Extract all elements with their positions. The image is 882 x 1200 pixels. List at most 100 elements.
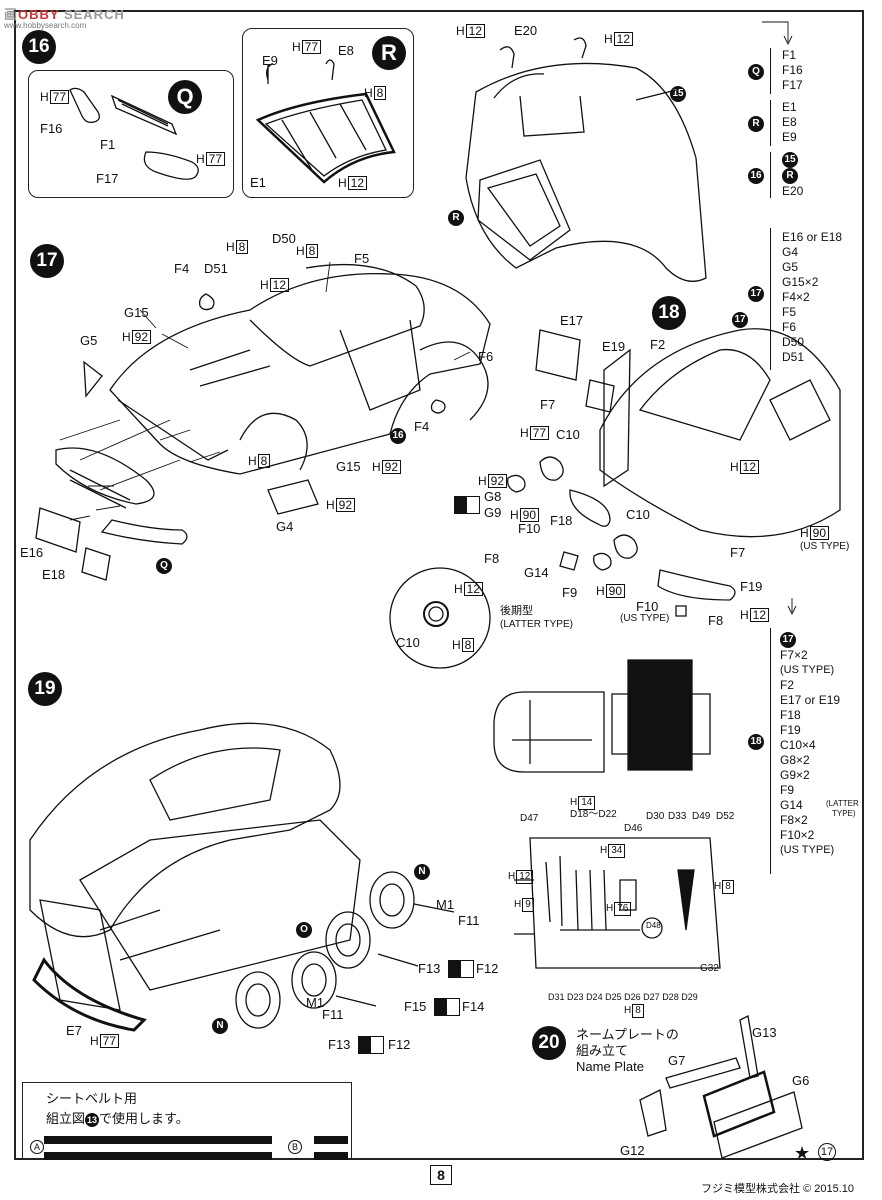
part-f15-label: F15 <box>404 999 427 1014</box>
part-f4-label-1: F4 <box>174 261 190 276</box>
part-g7-label: G7 <box>668 1053 686 1068</box>
seatbelt-strip-b1 <box>314 1136 348 1144</box>
us-type-label-2: (US TYPE) <box>620 613 670 624</box>
rear-engine-cover <box>465 37 707 282</box>
parts-18-list: 17 F7×2 (US TYPE) F2 E17 or E19 F18 F19 … <box>780 632 841 856</box>
part-f5-label: F5 <box>354 251 370 266</box>
sub-n-badge-1: N <box>414 864 430 880</box>
part-c10-label-1: C10 <box>556 427 580 442</box>
part-g9-label: G9 <box>484 505 502 520</box>
part-g6-label: G6 <box>792 1073 810 1088</box>
part-e20-label: E20 <box>514 23 538 38</box>
step-18-badge: 18 <box>652 296 686 330</box>
part-e16-label: E16 <box>20 545 44 560</box>
part-g8-label: G8 <box>484 489 502 504</box>
parts-r-brace <box>770 100 771 146</box>
parts-18-badge: 18 <box>748 734 764 750</box>
part-g15-label-2: G15 <box>336 459 361 474</box>
tool-bag <box>493 659 711 773</box>
latter-type-side-a: (LATTER <box>826 799 859 808</box>
parts-q-badge: Q <box>748 64 764 80</box>
name-plate-title-jp-2: 組み立て <box>576 1043 629 1058</box>
part-g5-label: G5 <box>80 333 98 348</box>
name-plate-title-jp-1: ネームプレートの <box>576 1027 679 1042</box>
parts-16-badge: 16 <box>748 168 764 184</box>
latter-type-en: (LATTER TYPE) <box>500 619 573 630</box>
part-g4-label: G4 <box>276 519 294 534</box>
tools-d47-label: D47 <box>520 813 539 824</box>
step-16-panel-r <box>242 28 414 198</box>
part-f10-label-1: F10 <box>518 521 541 536</box>
page-number: 8 <box>430 1165 452 1185</box>
part-f12-label-2: F12 <box>388 1037 411 1052</box>
car-rear-step18 <box>507 328 841 617</box>
seatbelt-strip-a2 <box>44 1152 272 1160</box>
parts-18-brace <box>770 628 771 874</box>
part-f1-label: F1 <box>100 137 116 152</box>
part-e8-label: E8 <box>338 43 354 58</box>
sub-17-circled: 17 <box>818 1143 836 1161</box>
step-20-badge: 20 <box>532 1026 566 1060</box>
sub-q-badge: Q <box>168 80 202 114</box>
sub-n-badge-2: N <box>212 1018 228 1034</box>
c10-inset <box>389 567 491 669</box>
part-f7-label-1: F7 <box>540 397 556 412</box>
part-g13-label: G13 <box>752 1025 777 1040</box>
part-f13-label-2: F13 <box>328 1037 351 1052</box>
name-plate-parts <box>639 1015 803 1159</box>
seatbelt-a-label: A <box>30 1140 44 1154</box>
step-17-badge: 17 <box>30 244 64 278</box>
parts-16-brace <box>770 152 771 198</box>
color-chip-2 <box>448 960 474 978</box>
part-g12-label: G12 <box>620 1143 645 1158</box>
parts-q-brace <box>770 48 771 94</box>
us-type-label-1: (US TYPE) <box>800 541 850 552</box>
part-f8-label-2: F8 <box>708 613 724 628</box>
part-f6-label: F6 <box>478 349 494 364</box>
sub-q-badge-car: Q <box>156 558 172 574</box>
color-chip-4 <box>358 1036 384 1054</box>
tools-d33-label: D33 <box>668 811 687 822</box>
part-m1-label-2: M1 <box>306 995 325 1010</box>
sub-17-badge-18: 17 <box>732 312 748 328</box>
part-f14-label: F14 <box>462 999 485 1014</box>
part-f10-label-2: F10 <box>636 599 659 614</box>
tools-d18-d22-label: D18～D22 <box>570 809 617 820</box>
part-f8-label-1: F8 <box>484 551 500 566</box>
part-f11-label-1: F11 <box>458 913 480 928</box>
watermark-logo: 画OBBY SEARCH <box>4 7 125 22</box>
sub-o-badge: O <box>296 922 312 938</box>
tools-d49-label: D49 <box>692 811 711 822</box>
leader-lines <box>69 21 797 616</box>
part-f7-label-2: F7 <box>730 545 746 560</box>
latter-type-jp: 後期型 <box>500 605 533 617</box>
part-e9-label: E9 <box>262 53 278 68</box>
name-plate-title-en: Name Plate <box>576 1059 644 1074</box>
sub-r-badge: R <box>372 36 406 70</box>
step-16-panel-q <box>28 70 234 198</box>
tools-d52-label: D52 <box>716 811 735 822</box>
